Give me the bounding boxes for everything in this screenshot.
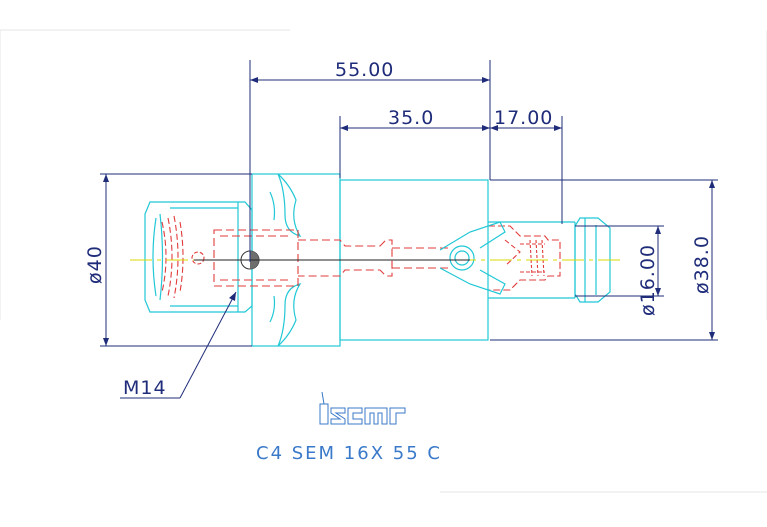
brand-logo [319,391,406,425]
designation-text: C4 SEM 16X 55 C [256,443,442,464]
thread-label: M14 [123,377,167,399]
dimension-lines [100,60,718,399]
dimension-arrows [103,77,715,346]
dim-tip-length: 17.00 [494,107,553,129]
hidden-features [161,215,561,299]
ball-joint [439,221,506,295]
sheet-frame [0,29,767,493]
dim-head-diameter: ø38.0 [691,235,713,294]
dim-shank-diameter: ø40 [84,245,106,284]
dim-body-length: 35.0 [388,107,434,129]
dim-tip-diameter: ø16.00 [637,244,659,316]
dim-overall-length: 55.00 [335,59,394,81]
